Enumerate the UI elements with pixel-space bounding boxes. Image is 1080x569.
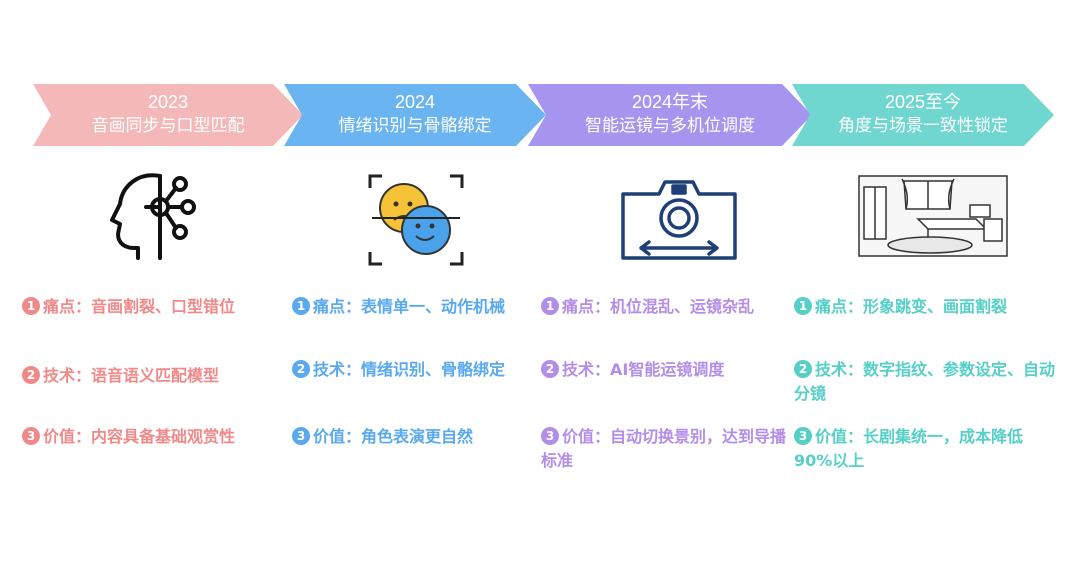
number-badge: 1 (22, 297, 40, 315)
stage-title: 智能运镜与多机位调度 (585, 116, 755, 135)
room-scene-icon (858, 175, 1008, 261)
stage-title: 情绪识别与骨骼绑定 (338, 116, 492, 135)
item-text: 价值：角色表演更自然 (313, 427, 474, 446)
item-text: 价值：长剧集统一，成本降低90%以上 (794, 427, 1024, 470)
item-text: 技术：AI智能运镜调度 (562, 360, 725, 379)
number-badge: 2 (541, 360, 559, 378)
emotion-faces-icon (366, 172, 466, 272)
stage-year: 2023 (147, 92, 189, 112)
arrow-shape (792, 84, 1054, 146)
item-text: 痛点：机位混乱、运镜杂乱 (562, 297, 755, 316)
number-badge: 3 (22, 427, 40, 445)
number-badge: 1 (541, 297, 559, 315)
stage-year: 2025至今 (884, 92, 962, 112)
stage-title: 音画同步与口型匹配 (91, 116, 245, 135)
number-badge: 3 (541, 427, 559, 445)
stage-title: 角度与场景一致性锁定 (838, 116, 1008, 135)
arrow-shape (284, 84, 546, 146)
number-badge: 2 (794, 360, 812, 378)
item-text: 技术：情绪识别、骨骼绑定 (313, 360, 506, 379)
number-badge: 3 (292, 427, 310, 445)
number-badge: 2 (22, 366, 40, 384)
number-badge: 2 (292, 360, 310, 378)
item-text: 技术：语音语义匹配模型 (43, 366, 220, 385)
stage-banner-2024: 2024 情绪识别与骨骼绑定 (284, 84, 546, 146)
ai-head-icon (108, 170, 208, 264)
item-text: 痛点：音画割裂、口型错位 (43, 297, 236, 316)
stage-year: 2024 (394, 92, 436, 112)
stage-banner-2024-end: 2024年末 智能运镜与多机位调度 (528, 84, 812, 146)
stage-banner-2023: 2023 音画同步与口型匹配 (33, 84, 303, 146)
item-text: 痛点：形象跳变、画面割裂 (815, 297, 1008, 316)
arrow-shape (528, 84, 812, 146)
number-badge: 1 (794, 297, 812, 315)
arrow-shape (33, 84, 303, 146)
number-badge: 3 (794, 427, 812, 445)
camera-icon (619, 176, 739, 266)
stage-year: 2024年末 (631, 92, 709, 112)
item-text: 价值：内容具备基础观赏性 (43, 427, 236, 446)
item-text: 价值：自动切换景别，达到导播标准 (541, 427, 787, 470)
number-badge: 1 (292, 297, 310, 315)
stage-banner-2025: 2025至今 角度与场景一致性锁定 (792, 84, 1054, 146)
item-text: 痛点：表情单一、动作机械 (313, 297, 506, 316)
item-text: 技术：数字指纹、参数设定、自动分镜 (794, 360, 1056, 403)
